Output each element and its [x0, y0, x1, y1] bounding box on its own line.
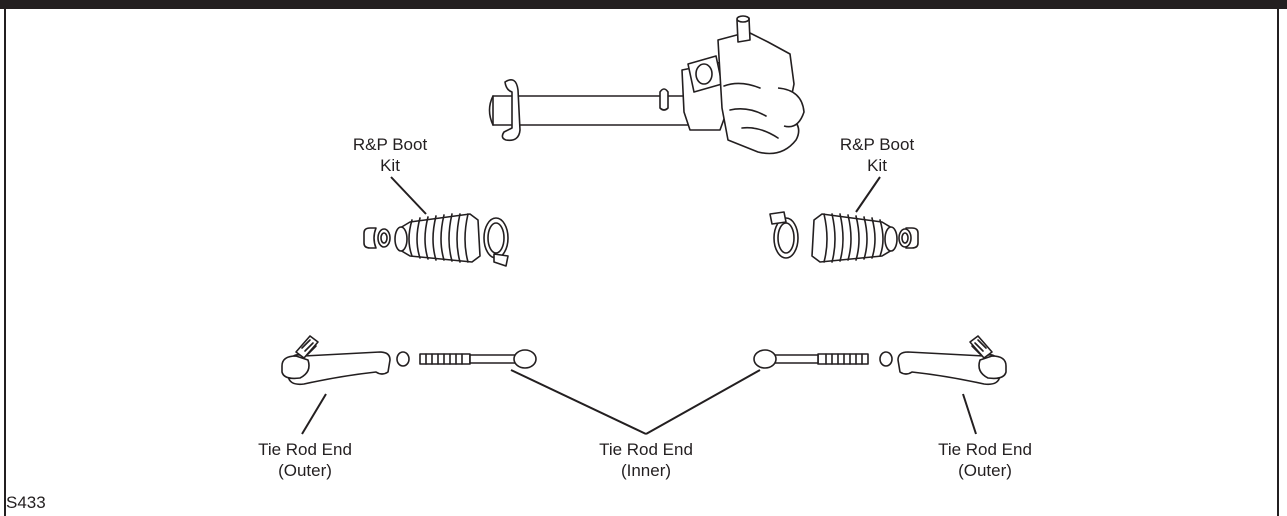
label-tie-rod-inner-line1: Tie Rod End [599, 440, 693, 459]
leader-line-inner-left [510, 369, 647, 435]
label-boot-kit-right: R&P Boot Kit [817, 134, 937, 176]
tie-rod-inner-left [419, 349, 537, 369]
label-boot-kit-left-line2: Kit [380, 156, 400, 175]
label-tie-rod-inner: Tie Rod End (Inner) [581, 439, 711, 481]
label-boot-kit-left-line1: R&P Boot [352, 135, 428, 154]
label-tie-rod-outer-left-line2: (Outer) [278, 461, 332, 480]
boot-kit-left [363, 213, 509, 267]
leader-line-inner-right [645, 369, 761, 435]
steering-rack-assembly [488, 15, 805, 155]
label-boot-kit-left: R&P Boot Kit [330, 134, 450, 176]
boot-kit-right [769, 211, 919, 263]
label-tie-rod-inner-line2: (Inner) [620, 461, 672, 480]
tie-rod-outer-right [879, 335, 1007, 386]
tie-rod-inner-right [753, 349, 869, 369]
diagram-frame [4, 9, 1279, 516]
leader-line-boot-left [390, 176, 427, 215]
figure-code: S433 [6, 493, 46, 512]
label-tie-rod-outer-left: Tie Rod End (Outer) [240, 439, 370, 481]
leader-line-outer-right [962, 393, 977, 435]
leader-line-boot-right [855, 176, 881, 213]
leader-line-outer-left [301, 393, 327, 435]
label-tie-rod-outer-right: Tie Rod End (Outer) [920, 439, 1050, 481]
label-boot-kit-right-line2: Kit [867, 156, 887, 175]
tie-rod-outer-left [281, 335, 410, 386]
label-tie-rod-outer-right-line2: (Outer) [958, 461, 1012, 480]
label-tie-rod-outer-right-line1: Tie Rod End [938, 440, 1032, 459]
top-border-bar [0, 0, 1287, 9]
label-boot-kit-right-line1: R&P Boot [839, 135, 915, 154]
label-tie-rod-outer-left-line1: Tie Rod End [258, 440, 352, 459]
